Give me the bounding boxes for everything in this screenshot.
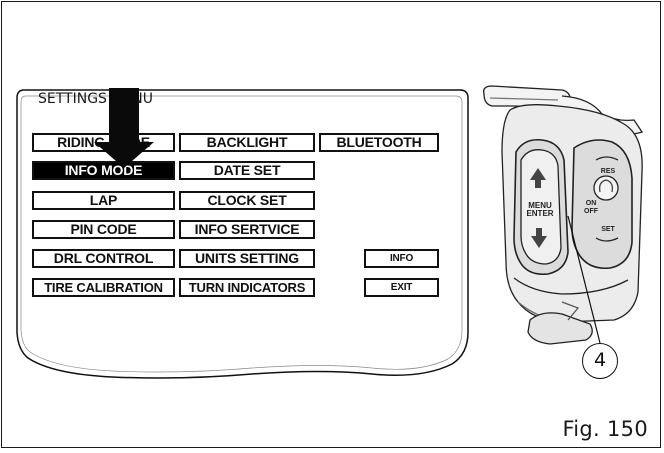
menu-button-units-setting[interactable]: UNITS SETTING [179, 249, 315, 268]
menu-button-info-service[interactable]: INFO SERTVICE [179, 220, 315, 239]
menu-button-drl-control[interactable]: DRL CONTROL [32, 249, 175, 268]
set-label: SET [601, 226, 615, 233]
menu-button-pin-code[interactable]: PIN CODE [32, 220, 175, 239]
menu-button-date-set[interactable]: DATE SET [179, 161, 315, 180]
menu-button-exit[interactable]: EXIT [364, 278, 439, 297]
menu-button-bluetooth[interactable]: BLUETOOTH [319, 133, 439, 152]
menu-enter-label: MENU ENTER [526, 201, 554, 218]
res-label: RES [600, 168, 616, 175]
menu-button-clock-set[interactable]: CLOCK SET [179, 191, 315, 210]
on-off-label: ON OFF [584, 200, 598, 215]
figure-label: Fig. 150 [562, 417, 648, 441]
menu-button-turn-indicators[interactable]: TURN INDICATORS [179, 278, 315, 297]
menu-button-backlight[interactable]: BACKLIGHT [179, 133, 315, 152]
menu-button-tire-calibration[interactable]: TIRE CALIBRATION [32, 278, 175, 297]
menu-button-lap[interactable]: LAP [32, 191, 175, 210]
callout-number-4: 4 [582, 343, 618, 379]
menu-button-info[interactable]: INFO [364, 249, 439, 268]
